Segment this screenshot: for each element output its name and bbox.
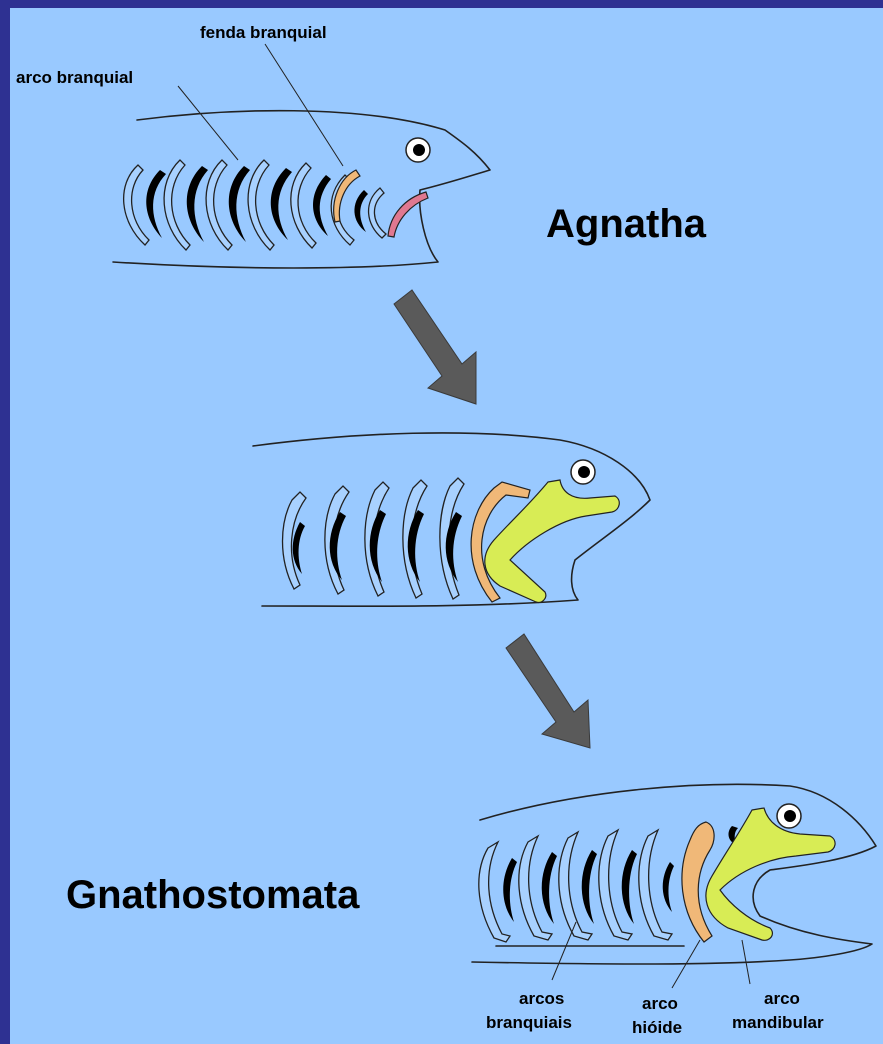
intermediate-gill-slits <box>293 510 462 582</box>
fenda-branquial-leader <box>265 44 343 166</box>
arco-branquial-leader <box>178 86 238 160</box>
arrow-down-icon <box>394 290 476 404</box>
eye-icon <box>406 138 430 162</box>
arcos-branquiais-leader <box>552 922 576 980</box>
arcos-branquiais-label-line2: branquiais <box>486 1013 572 1032</box>
eye-icon <box>777 804 801 828</box>
arco-hioide-label-line1: arco <box>642 994 678 1013</box>
gnathostomata-fish <box>472 784 876 988</box>
arco-hioide-label-line2: hióide <box>632 1018 682 1037</box>
arrow-down-icon <box>506 634 590 748</box>
slide-background: fenda branquial arco branquial Agnatha <box>10 8 883 1044</box>
intermediate-fish <box>253 433 650 606</box>
arco-mandibular-label-line2: mandibular <box>732 1013 824 1032</box>
fenda-branquial-label: fenda branquial <box>200 23 327 42</box>
agnatha-fish <box>113 44 490 268</box>
jaw-evolution-diagram: fenda branquial arco branquial Agnatha <box>10 8 883 1044</box>
gnathostomata-body-outline <box>472 784 876 964</box>
arcos-branquiais-label-line1: arcos <box>519 989 564 1008</box>
arco-mandibular-label-line1: arco <box>764 989 800 1008</box>
eye-icon <box>571 460 595 484</box>
agnatha-label: Agnatha <box>546 202 707 246</box>
gnathostomata-label: Gnathostomata <box>66 873 360 917</box>
agnatha-premandibular-arch <box>388 192 428 237</box>
arco-branquial-label: arco branquial <box>16 68 133 87</box>
